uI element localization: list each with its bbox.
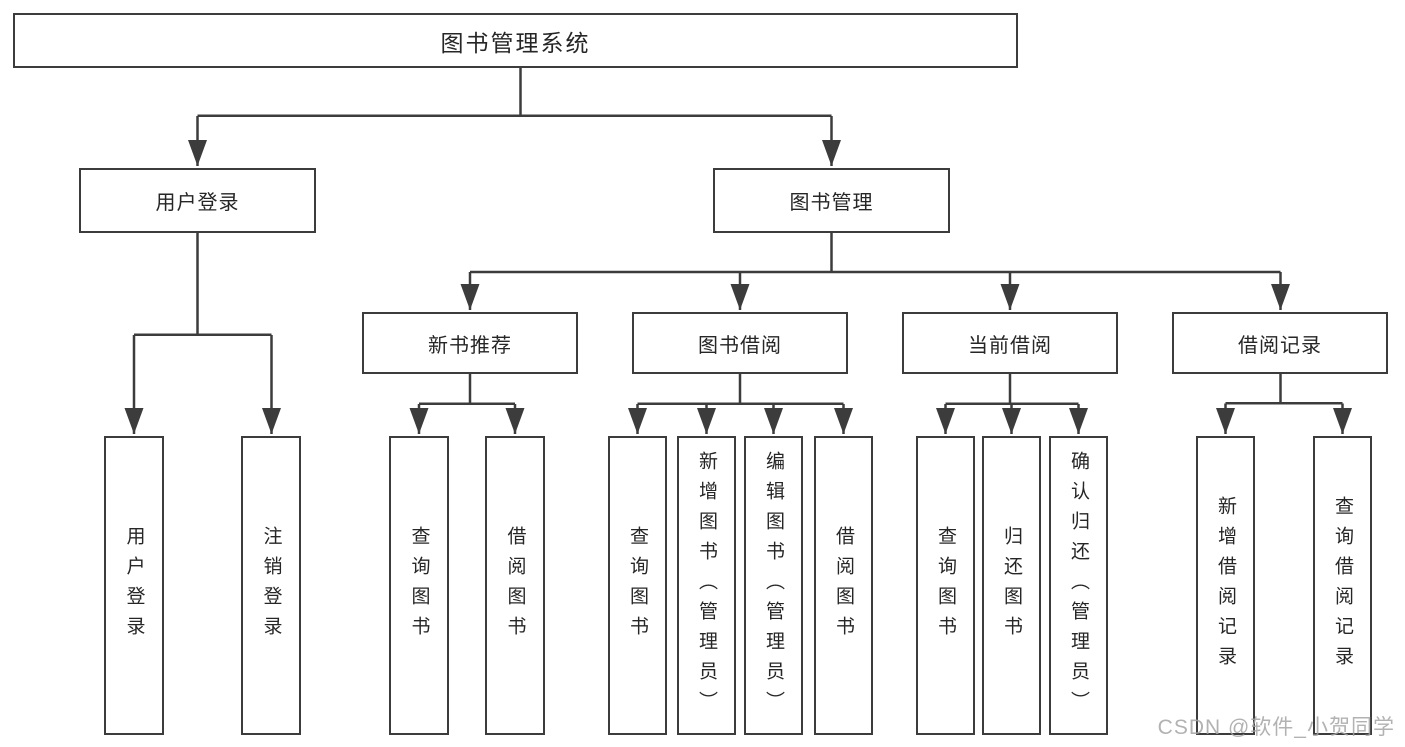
node-label: 查询图书 bbox=[408, 525, 430, 646]
leaf-user-login: 用户登录 bbox=[104, 436, 164, 735]
node-label: 编辑图书（管理员） bbox=[763, 450, 784, 721]
node-label: 图书管理系统 bbox=[440, 29, 591, 56]
node-new-book-recommend: 新书推荐 bbox=[362, 312, 578, 374]
node-root-system: 图书管理系统 bbox=[13, 13, 1018, 68]
node-label: 查询图书 bbox=[935, 525, 956, 646]
leaf-query-borrow-record: 查询借阅记录 bbox=[1313, 436, 1372, 735]
node-label: 当前借阅 bbox=[968, 334, 1052, 357]
node-label: 确认归还（管理员） bbox=[1068, 450, 1089, 721]
node-label: 新增图书（管理员） bbox=[696, 450, 717, 721]
node-label: 归还图书 bbox=[1001, 525, 1022, 646]
watermark: CSDN @软件_小贺同学 bbox=[1157, 716, 1395, 739]
leaf-borrow-books-recommend: 借阅图书 bbox=[485, 436, 545, 735]
leaf-confirm-return-admin: 确认归还（管理员） bbox=[1049, 436, 1108, 735]
node-user-login: 用户登录 bbox=[79, 168, 316, 233]
node-borrow-records: 借阅记录 bbox=[1172, 312, 1388, 374]
node-label: 图书管理 bbox=[789, 192, 874, 214]
node-book-management: 图书管理 bbox=[713, 168, 950, 233]
leaf-borrow-books: 借阅图书 bbox=[814, 436, 873, 735]
node-label: 新书推荐 bbox=[428, 334, 512, 357]
node-label: 借阅记录 bbox=[1238, 334, 1322, 357]
leaf-query-books-recommend: 查询图书 bbox=[389, 436, 449, 735]
node-label: 借阅图书 bbox=[504, 525, 526, 646]
node-label: 用户登录 bbox=[123, 525, 145, 646]
node-current-borrow: 当前借阅 bbox=[902, 312, 1118, 374]
node-label: 用户登录 bbox=[155, 192, 240, 214]
leaf-add-books-admin: 新增图书（管理员） bbox=[677, 436, 736, 735]
node-label: 查询借阅记录 bbox=[1332, 495, 1353, 676]
node-label: 借阅图书 bbox=[833, 525, 854, 646]
leaf-query-books-current: 查询图书 bbox=[916, 436, 975, 735]
leaf-edit-books-admin: 编辑图书（管理员） bbox=[744, 436, 803, 735]
node-label: 注销登录 bbox=[260, 525, 282, 646]
leaf-add-borrow-record: 新增借阅记录 bbox=[1196, 436, 1255, 735]
node-label: 新增借阅记录 bbox=[1215, 495, 1236, 676]
leaf-logout: 注销登录 bbox=[241, 436, 301, 735]
node-label: 图书借阅 bbox=[698, 334, 782, 357]
node-book-borrow: 图书借阅 bbox=[632, 312, 848, 374]
node-label: 查询图书 bbox=[627, 525, 648, 646]
leaf-return-books: 归还图书 bbox=[982, 436, 1041, 735]
leaf-query-books-borrow: 查询图书 bbox=[608, 436, 667, 735]
